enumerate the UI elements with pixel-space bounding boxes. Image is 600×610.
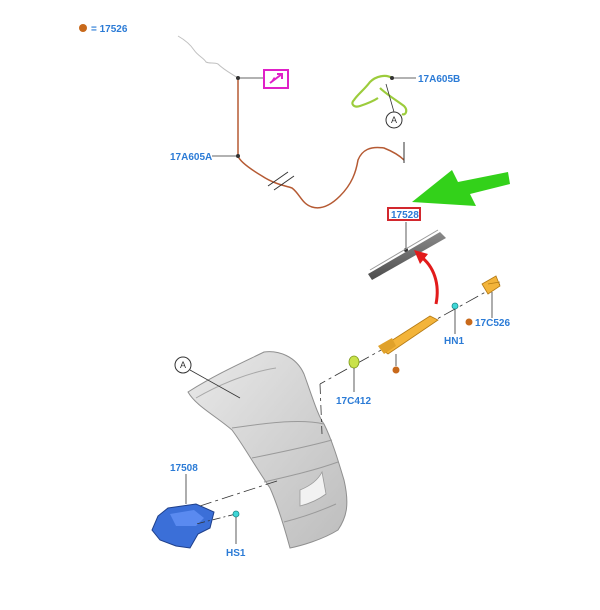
callout-label: 17528: [391, 210, 419, 221]
callout-label: 17C526: [475, 318, 510, 329]
callout-17528: 17528: [387, 207, 421, 252]
callout-label: HN1: [444, 336, 464, 347]
reference-circle-top: A: [385, 111, 403, 129]
legend: = 17526: [79, 24, 128, 35]
callout-label: HS1: [226, 548, 246, 559]
callout-label: 17A605A: [170, 152, 212, 163]
screw-HS1: HS1: [195, 510, 246, 559]
circle-label: A: [180, 360, 186, 370]
orange-dot-icon: [79, 24, 87, 32]
motor-17508: 17508: [151, 463, 281, 549]
harness-17A605A: [177, 35, 405, 209]
callout-17A605A: 17A605A: [170, 152, 238, 163]
pointer-arrow-icon: [412, 170, 510, 206]
tailgate-panel: [187, 351, 348, 549]
legend-label: = 17526: [91, 24, 128, 35]
curved-arrow-icon: [414, 250, 439, 305]
orange-dot-icon: [392, 354, 400, 374]
callout-label: 17C412: [336, 396, 371, 407]
circle-label: A: [391, 115, 397, 125]
nut-HN1: HN1: [444, 302, 464, 347]
grommet-17C412: 17C412: [336, 355, 371, 407]
external-link-icon[interactable]: [238, 69, 289, 89]
callout-label: 17508: [170, 463, 198, 474]
wiper-blade: [368, 229, 446, 280]
reference-circle-tailgate: A: [174, 356, 241, 399]
callout-label: 17A605B: [418, 74, 460, 85]
harness-17A605B: 17A605B: [351, 74, 460, 116]
cap-17C526: 17C526: [465, 292, 510, 329]
wiper-arm: [319, 275, 501, 385]
